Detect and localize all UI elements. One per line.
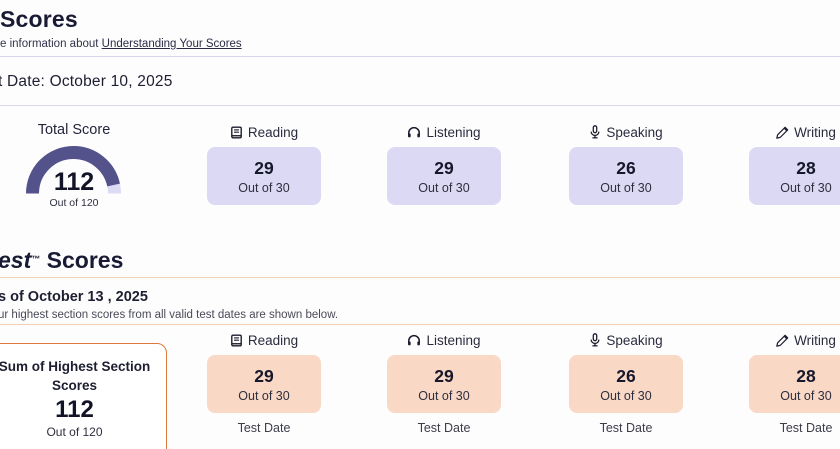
mybest-bottom-divider [0,324,840,325]
headphones-icon [408,126,421,138]
listening-score: 29 [434,157,454,178]
mybest-title-rest: Scores [40,247,124,273]
reading-label: Reading [207,124,321,140]
mybest-writing-label: Writing [749,332,840,348]
mybest-writing-score-card: 28 Out of 30 [749,355,840,413]
mybest-speaking-score-card: 26 Out of 30 [569,355,683,413]
sum-score-outof: Out of 120 [46,425,103,440]
mybest-listening-label: Listening [387,332,501,348]
top-section-reading: Reading 29 Out of 30 [207,124,321,205]
mybest-speaking-test-date: Test Date [599,421,653,435]
writing-score-card: 28 Out of 30 [749,147,840,205]
mybest-section-writing: Writing 28 Out of 30 Test Date [749,332,840,435]
mybest-section-speaking: Speaking 26 Out of 30 Test Date [569,332,683,435]
mybest-title-italic: est [0,247,32,273]
mybest-top-divider [0,277,840,278]
headphones-icon [408,334,421,346]
sum-title-line1: Sum of Highest Section [0,359,151,374]
top-section-writing: Writing 28 Out of 30 [749,124,840,205]
speaking-score: 26 [616,157,636,178]
understanding-scores-line: e information about Understanding Your S… [0,38,242,50]
mybest-section-listening: Listening 29 Out of 30 Test Date [387,332,501,435]
total-score-readout: 112 Out of 120 [22,168,126,210]
listening-label-text: Listening [426,124,481,140]
writing-label-text: Writing [794,124,836,140]
info-prefix-text: e information about [0,38,102,50]
sum-title-line2: Scores [51,378,98,393]
mybest-speaking-label-text: Speaking [606,332,663,348]
book-icon [230,125,242,139]
total-score-outof: Out of 120 [49,197,99,209]
mybest-reading-label: Reading [207,332,321,348]
reading-outof: Out of 30 [238,180,290,195]
speaking-outof: Out of 30 [600,180,652,195]
page-title: Scores [0,6,78,32]
header-divider [0,56,840,57]
test-date-line: t Date: October 10, 2025 [0,73,173,90]
mybest-asof-line: s of October 13 , 2025 [0,289,148,305]
mybest-writing-score: 28 [796,365,816,386]
speaking-score-card: 26 Out of 30 [569,147,683,205]
writing-label: Writing [749,124,840,140]
reading-score: 29 [254,157,274,178]
reading-score-card: 29 Out of 30 [207,147,321,205]
mybest-writing-outof: Out of 30 [780,388,832,403]
mybest-listening-score-card: 29 Out of 30 [387,355,501,413]
mybest-listening-score: 29 [434,365,454,386]
mybest-speaking-score: 26 [616,365,636,386]
sum-highest-section-card: Sum of Highest Section Scores 112 Out of… [0,343,167,449]
writing-outof: Out of 30 [780,180,832,195]
mybest-reading-score: 29 [254,365,274,386]
understanding-your-scores-link[interactable]: Understanding Your Scores [101,38,242,50]
total-score-gauge [26,146,121,194]
mybest-section-reading: Reading 29 Out of 30 Test Date [207,332,321,435]
mybest-speaking-outof: Out of 30 [600,388,652,403]
listening-label: Listening [387,124,501,140]
sum-score-value: 112 [55,396,94,423]
listening-score-card: 29 Out of 30 [387,147,501,205]
mybest-reading-test-date: Test Date [237,421,291,435]
book-icon [230,333,242,347]
total-score-value: 112 [53,168,95,196]
speaking-label: Speaking [569,124,683,140]
mybest-reading-score-card: 29 Out of 30 [207,355,321,413]
mybest-reading-outof: Out of 30 [238,388,290,403]
mybest-listening-test-date: Test Date [417,421,471,435]
scores-section-divider [0,105,840,106]
mybest-reading-label-text: Reading [247,332,299,348]
mybest-writing-test-date: Test Date [779,421,833,435]
mybest-speaking-label: Speaking [569,332,683,348]
top-section-listening: Listening 29 Out of 30 [387,124,501,205]
microphone-icon [590,125,600,139]
mybest-writing-label-text: Writing [794,332,836,348]
writing-score: 28 [796,157,816,178]
pencil-icon [776,334,789,347]
mybest-description: ur highest section scores from all valid… [0,309,339,321]
mybest-scores-title: est™ Scores [0,247,123,274]
listening-outof: Out of 30 [418,180,470,195]
total-score-gauge-value [26,146,121,194]
mybest-listening-outof: Out of 30 [418,388,470,403]
trademark-symbol: ™ [31,254,41,264]
speaking-label-text: Speaking [606,124,663,140]
reading-label-text: Reading [247,124,299,140]
top-section-speaking: Speaking 26 Out of 30 [569,124,683,205]
microphone-icon [590,333,600,347]
pencil-icon [776,126,789,139]
mybest-listening-label-text: Listening [426,332,481,348]
total-score-label: Total Score [37,122,111,138]
